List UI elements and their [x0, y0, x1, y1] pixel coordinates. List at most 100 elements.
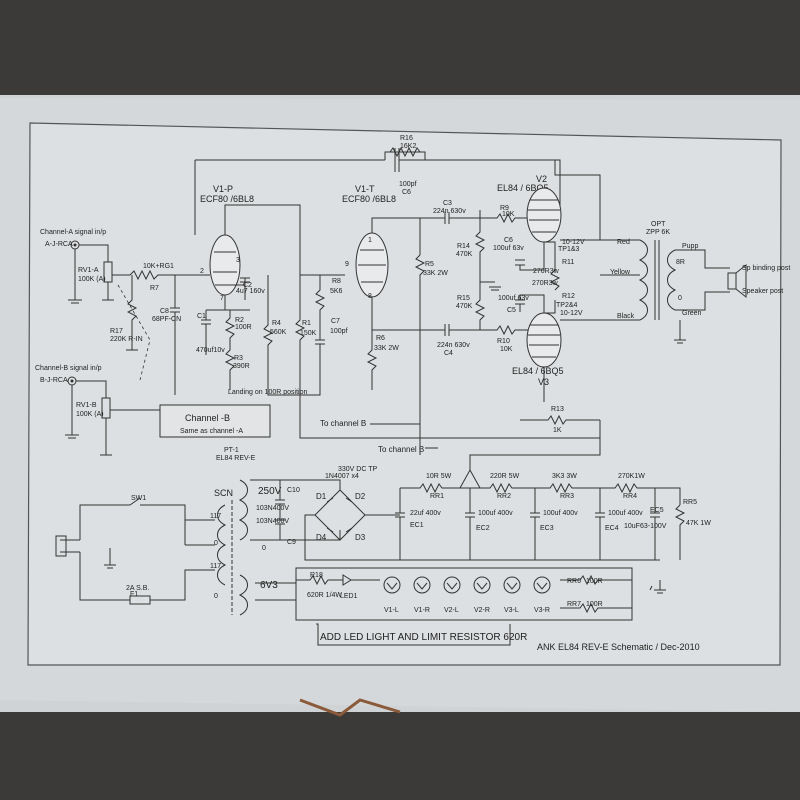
channel-b-heading: Channel-B signal in/p	[35, 365, 102, 372]
rr1-ref: RR1	[430, 493, 444, 500]
rr1-value: 10R 5W	[426, 473, 452, 480]
v3-tube	[526, 312, 562, 368]
v1t-pin1: 1	[368, 237, 372, 244]
r13-ref: R13	[551, 406, 564, 413]
rr2-ref: RR2	[497, 493, 511, 500]
r17-value: 220K R-IN	[110, 336, 143, 343]
speaker-cone	[735, 263, 747, 299]
tap117a: 117	[210, 513, 221, 520]
r18-value: 620R 1/4W	[307, 592, 342, 599]
c10-ref: C10	[287, 487, 300, 494]
channel-a-heading: Channel-A signal in/p	[40, 229, 106, 236]
r7-value: 10K+RG1	[143, 263, 174, 270]
tap0b: 0	[214, 593, 218, 600]
r16-ref: R16	[400, 135, 413, 142]
to-channel-b-label-2: To channel B	[378, 445, 424, 454]
r7-ref: R7	[150, 285, 159, 292]
heater-label: 6V3	[260, 580, 278, 591]
hv-label: 250V	[258, 486, 282, 497]
v1p-name: V1-P	[213, 184, 233, 194]
to-channel-b-label-1: To channel B	[320, 419, 366, 428]
c6-value: 100uf 63v	[493, 245, 524, 252]
gang-link	[117, 284, 151, 381]
r9-res	[480, 212, 528, 224]
rr5-value: 47K 1W	[686, 520, 711, 527]
bridge-diodes	[304, 497, 400, 561]
r2-ref: R2	[235, 317, 244, 324]
rr5-ref: RR5	[683, 499, 697, 506]
c4-ref: C4	[444, 350, 453, 357]
rr6-rr7-res	[560, 574, 632, 614]
r1-ref: R1	[302, 320, 311, 327]
r14-r15-chain	[474, 218, 486, 330]
rr6-ref: RR6	[567, 578, 581, 585]
r6-value: 33K 2W	[374, 345, 399, 352]
r13-res	[520, 414, 600, 426]
heater-v3l	[503, 576, 521, 594]
sp-binding-label: Sp binding post	[742, 265, 790, 272]
pt1-type: EL84 REV-E	[216, 455, 256, 462]
v1t-type: ECF80 /6BL8	[342, 194, 396, 204]
heater-v2r	[473, 576, 491, 594]
sw1-switch	[129, 497, 141, 506]
rr7-ref: RR7	[567, 601, 581, 608]
hv-tap	[459, 438, 601, 489]
heater-filaments	[383, 576, 551, 594]
opt-yellow-label: Yellow	[610, 269, 631, 276]
note-box	[316, 623, 511, 646]
opt-8r-label: 8R	[676, 259, 685, 266]
r8-value: 5K6	[330, 288, 343, 295]
heater-label-2: V2-L	[444, 607, 459, 614]
v2-name: V2	[536, 174, 547, 184]
rv1b-ref: RV1-B	[76, 402, 97, 409]
tap117b: 117	[210, 563, 221, 570]
tp24-value: 10-12V	[560, 310, 583, 317]
f1-fuse	[129, 595, 151, 605]
c3-coupling	[440, 210, 481, 224]
pt-secondary	[238, 479, 248, 616]
r9-ref: R9	[500, 205, 509, 212]
heater-v3r	[533, 576, 551, 594]
c4-value: 224n 630v	[437, 342, 470, 349]
channel-b-block-title: Channel -B	[185, 413, 230, 423]
rv1b-value: 100K (A)	[76, 411, 104, 418]
r5-value: 33K 2W	[423, 270, 448, 277]
r17-resistor	[126, 275, 138, 351]
r5-res	[414, 217, 440, 290]
d4-label: D4	[316, 533, 327, 542]
r13-value: 1K	[553, 427, 562, 434]
v1t-wires	[366, 217, 440, 390]
r15-value: 470K	[456, 303, 473, 310]
v3-type: EL84 / 6BQ5	[512, 366, 564, 376]
channel-b-rca-pin	[70, 379, 74, 383]
table-surface	[0, 712, 800, 800]
psu-ground	[649, 580, 666, 594]
rr5-res	[674, 504, 686, 560]
r15-ref: R15	[457, 295, 470, 302]
channel-a-wires	[68, 244, 109, 304]
v1t-pin8: 8	[368, 293, 372, 300]
ec5-ref: EC5	[650, 507, 664, 514]
v1p-pin7: 7	[220, 295, 224, 302]
r11-value: 270R3w	[533, 268, 560, 275]
c6top-ref: C6	[402, 189, 411, 196]
rr3-value: 3K3 3W	[552, 473, 577, 480]
r4-value: 560K	[270, 329, 287, 336]
f1-value: 2A S.B.	[126, 585, 149, 592]
channel-a-connector-label: A-J-RCA	[45, 241, 73, 248]
ec4-value: 100uf 400v	[608, 510, 643, 517]
r2-r3-chain	[224, 310, 236, 390]
speaker-post-label: Speaker post	[742, 288, 783, 295]
c7-ref: C7	[331, 318, 340, 325]
ec2-value: 100uf 400v	[478, 510, 513, 517]
opt-red-label: Red	[617, 239, 630, 246]
led1-symbol	[342, 574, 352, 586]
c5-value: 100uf 63v	[498, 295, 529, 302]
c4-coupling	[440, 324, 480, 336]
rv1a-value: 100K (A)	[78, 276, 106, 283]
v1t-pin9: 9	[345, 261, 349, 268]
r10-value: 10K	[500, 346, 513, 353]
rr6-value: 100R	[586, 578, 603, 585]
